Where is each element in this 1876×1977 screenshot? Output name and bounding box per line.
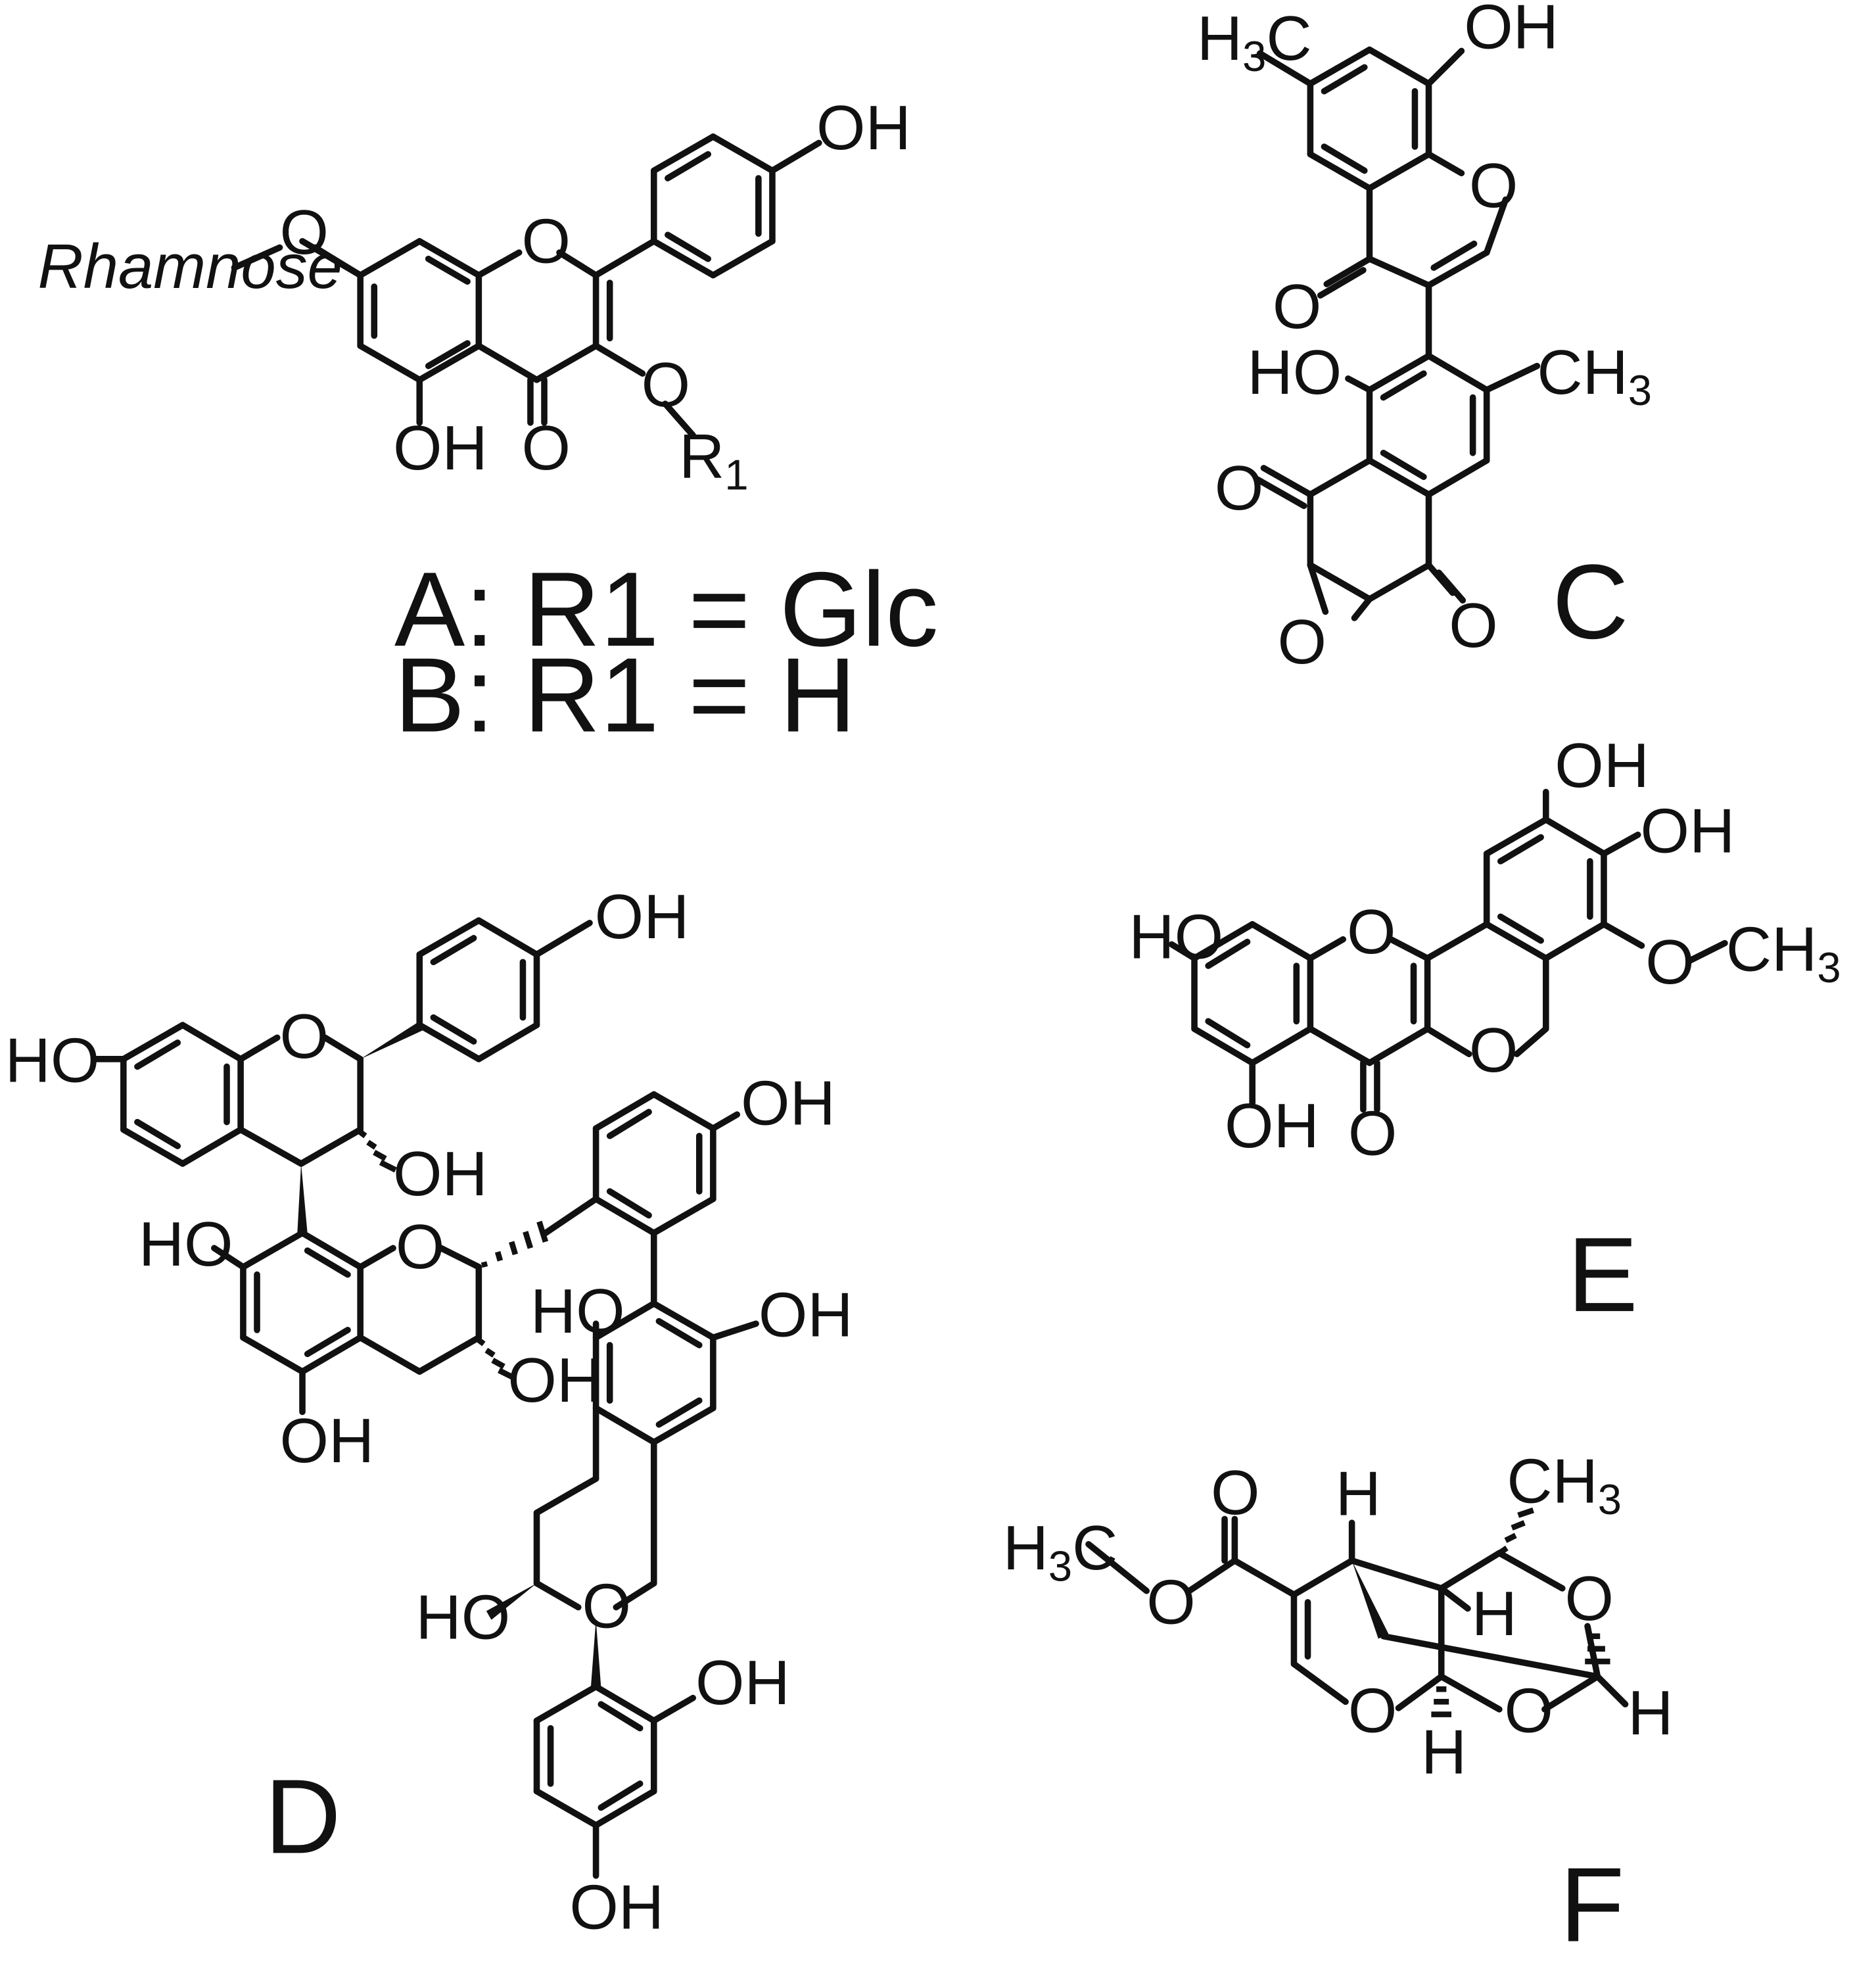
atom-c-top-hydroxyl: OH xyxy=(1464,0,1559,62)
atom-c-quinone-oxygen-right: O xyxy=(1449,590,1498,661)
atom-d-middle-ring-oxygen: O xyxy=(396,1212,445,1282)
atom-d-right-oh: OH xyxy=(741,1068,835,1139)
atom-e-methoxy-oxygen: O xyxy=(1645,927,1695,997)
atom-f-bridgehead-h: H xyxy=(1336,1459,1381,1529)
structure-f: H3C O O H CH3 H O O O H H F xyxy=(1003,1446,1674,1965)
atom-f-right-oxygen: O xyxy=(1565,1563,1614,1634)
atom-c-h3c: H3C xyxy=(1197,3,1312,80)
atom-d-top-ring-oxygen: O xyxy=(280,1001,329,1072)
atom-d-middle-5-oh: OH xyxy=(280,1406,375,1476)
atom-d-middle-ho: HO xyxy=(139,1209,233,1279)
molecule-label-f: F xyxy=(1560,1846,1624,1965)
atom-d-top-oh: OH xyxy=(595,882,690,952)
atom-e-right-oh: OH xyxy=(1641,796,1735,866)
structure-d: OH HO O OH HO O OH OH OH HO OH O HO OH O… xyxy=(5,882,853,1943)
atom-d-bottom-oh: OH xyxy=(569,1872,664,1942)
atom-d-bottom-right-oh: OH xyxy=(759,1280,853,1350)
atom-e-ho: HO xyxy=(1129,901,1223,972)
atom-c-chromone-carbonyl: O xyxy=(1273,272,1322,342)
caption-a: A: R1 = Glc xyxy=(394,550,939,669)
atom-d-bottom-ho: HO xyxy=(530,1276,625,1346)
atom-e-ch3: CH3 xyxy=(1726,915,1841,991)
atom-e-pyran-oxygen: O xyxy=(1469,1015,1518,1085)
atom-e-ring-oxygen: O xyxy=(1347,897,1396,967)
atom-f-carbonyl-oxygen: O xyxy=(1211,1458,1260,1528)
atom-e-top-oh: OH xyxy=(1555,730,1649,801)
atom-carbonyl-oxygen: O xyxy=(522,413,571,483)
atom-e-lower-oh: OH xyxy=(1225,1091,1319,1161)
atom-d-ho-left: HO xyxy=(5,1025,100,1095)
molecule-label-c: C xyxy=(1552,543,1628,661)
molecule-label-d: D xyxy=(265,1757,341,1876)
atom-f-h3c: H3C xyxy=(1003,1513,1118,1590)
atom-d-middle-c3-oh: OH xyxy=(507,1345,602,1416)
atom-f-bottom-h: H xyxy=(1421,1717,1466,1788)
atom-c-ring-oxygen: O xyxy=(1469,151,1518,221)
atom-c-epoxide-oxygen: O xyxy=(1278,607,1327,677)
atom-5-hydroxyl: OH xyxy=(393,413,488,483)
atom-3-oxygen: O xyxy=(642,350,691,420)
atom-r1: R1 xyxy=(679,421,748,498)
atom-e-carbonyl-oxygen: O xyxy=(1348,1099,1397,1169)
atom-d-top-c3-oh: OH xyxy=(393,1139,488,1209)
atom-c-quinone-oxygen-left: O xyxy=(1215,453,1264,523)
atom-f-acetal-oxygen: O xyxy=(1505,1675,1554,1746)
molecule-label-e: E xyxy=(1567,1216,1637,1334)
atom-d-bottom-c3-ho: HO xyxy=(416,1583,511,1653)
structure-c: H3C OH O O HO CH3 O O O C xyxy=(1197,0,1652,677)
caption-b: B: R1 = H xyxy=(394,636,856,754)
atom-7-oxygen: O xyxy=(280,197,329,268)
atom-c-ch3: CH3 xyxy=(1537,337,1652,414)
structure-ab: O O OH O R1 O Rhamnose OH A: R1 = Glc B:… xyxy=(38,93,939,755)
atom-ring-oxygen: O xyxy=(522,206,571,276)
atom-4p-hydroxyl: OH xyxy=(816,93,911,163)
atom-rhamnose: Rhamnose xyxy=(38,231,342,302)
atom-d-bottom-ring-oxygen: O xyxy=(582,1571,632,1641)
atom-f-ester-oxygen: O xyxy=(1146,1567,1196,1638)
atom-f-right-h: H xyxy=(1628,1678,1673,1748)
atom-c-hydroxyl: HO xyxy=(1248,337,1342,408)
atom-d-lower-oh: OH xyxy=(695,1648,790,1718)
atom-f-pyran-oxygen: O xyxy=(1348,1675,1397,1746)
atom-f-ch3: CH3 xyxy=(1507,1446,1622,1523)
structure-e: OH OH HO O O CH3 O OH O E xyxy=(1129,730,1841,1334)
atom-f-ring-h: H xyxy=(1472,1579,1517,1649)
